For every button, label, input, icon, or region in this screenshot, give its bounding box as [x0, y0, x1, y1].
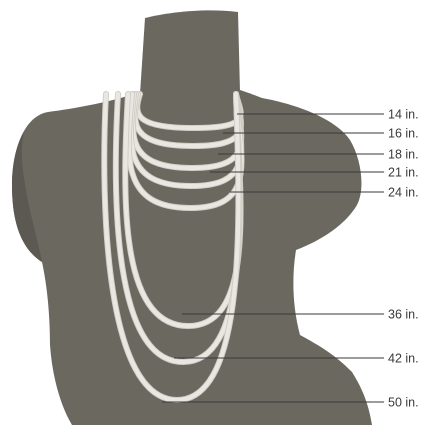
- length-label: 18 in.: [388, 148, 419, 162]
- length-label: 50 in.: [388, 396, 419, 410]
- length-label: 24 in.: [388, 186, 419, 200]
- mannequin-neck: [140, 10, 240, 100]
- length-label: 42 in.: [388, 352, 419, 366]
- mannequin-torso: [12, 90, 372, 425]
- length-label: 36 in.: [388, 308, 419, 322]
- length-label: 16 in.: [388, 127, 419, 141]
- length-label: 14 in.: [388, 108, 419, 122]
- length-label: 21 in.: [388, 166, 419, 180]
